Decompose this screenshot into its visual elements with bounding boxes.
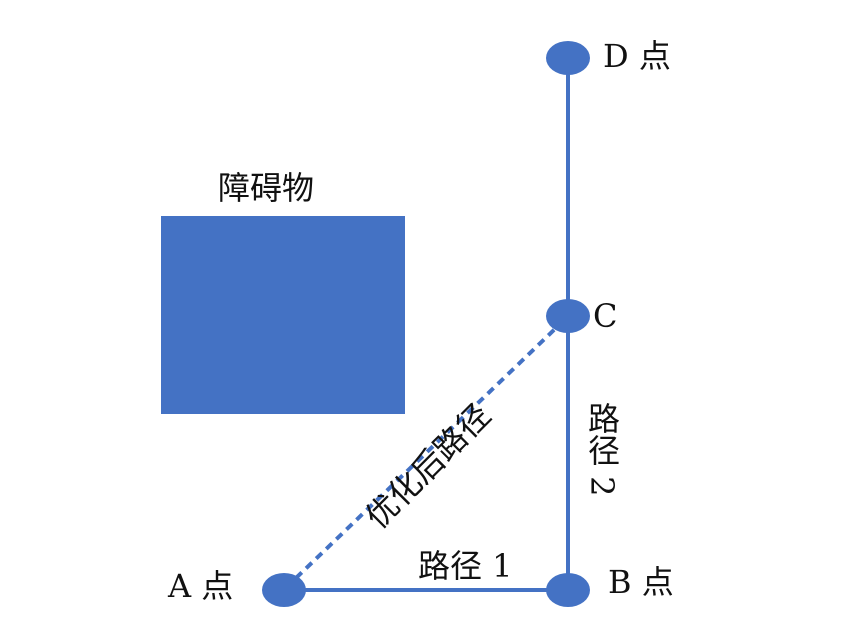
node-c-label: C [593, 297, 618, 335]
edge-optimized-path [294, 326, 558, 580]
edge-path-1-label: 路径 1 [418, 547, 513, 585]
node-c [546, 299, 590, 333]
obstacle-label: 障碍物 [218, 169, 315, 207]
node-b [546, 573, 590, 607]
node-a-label: A 点 [168, 567, 234, 605]
node-d-label: D 点 [603, 37, 671, 75]
obstacle-rect [161, 216, 405, 414]
node-d [546, 41, 590, 75]
node-b-label: B 点 [608, 563, 674, 601]
node-a [262, 573, 306, 607]
edge-path-2-label: 路径 2 [583, 402, 621, 497]
